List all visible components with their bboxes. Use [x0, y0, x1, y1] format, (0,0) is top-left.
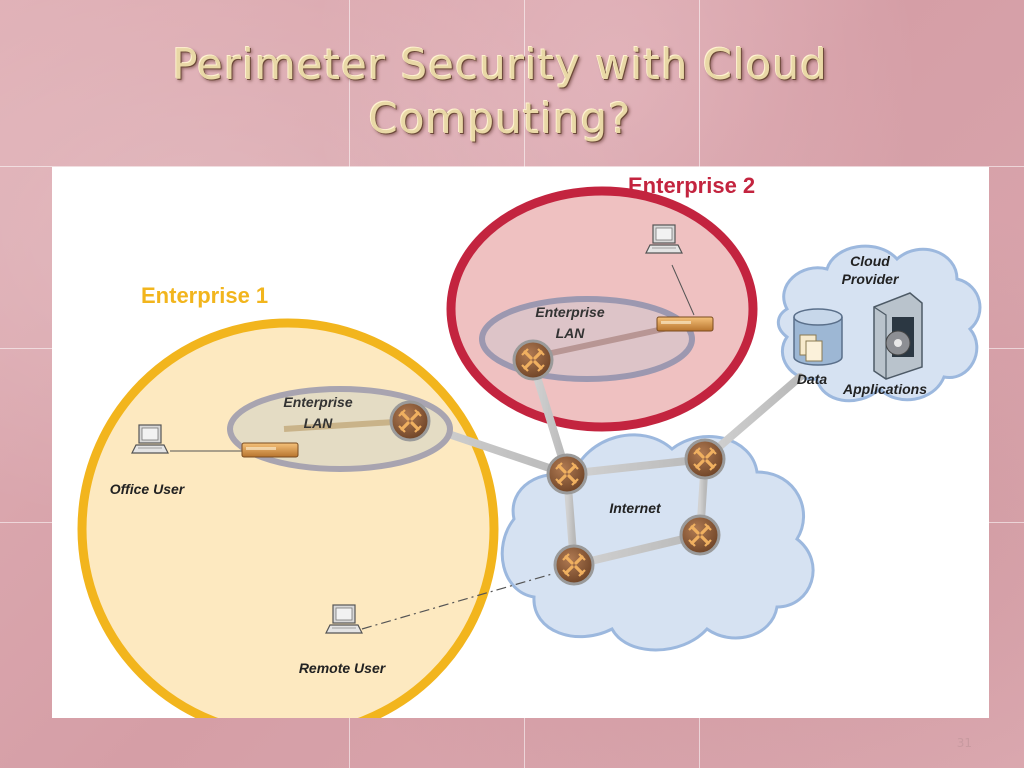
remote-user-label: Remote User — [299, 660, 387, 676]
network-diagram: Enterprise 1 Enterprise 2 Enterprise LAN… — [77, 173, 982, 718]
internet-router-icon — [553, 544, 595, 586]
enterprise1-label: Enterprise 1 — [141, 283, 268, 308]
slide-title: Perimeter Security with Cloud Computing? — [172, 40, 828, 143]
enterprise2-router-icon — [512, 339, 554, 381]
slide-number: 31 — [956, 736, 972, 750]
cloud-provider-label: Cloud — [850, 253, 890, 269]
enterprise2-lan-label: LAN — [556, 325, 586, 341]
enterprise1-lan-label: LAN — [304, 415, 334, 431]
server-icon — [873, 292, 923, 380]
background-divider — [0, 166, 1024, 167]
enterprise1-router-icon — [389, 400, 431, 442]
data-label: Data — [797, 371, 828, 387]
internet-router-icon — [679, 514, 721, 556]
internet-router-icon — [684, 438, 726, 480]
enterprise2-switch-icon — [656, 316, 714, 332]
database-icon — [793, 308, 843, 366]
applications-label: Applications — [842, 381, 927, 397]
enterprise1-lan-label: Enterprise — [283, 394, 352, 410]
enterprise2-lan-label: Enterprise — [535, 304, 604, 320]
network-diagram-panel: Enterprise 1 Enterprise 2 Enterprise LAN… — [52, 167, 989, 718]
enterprise1-switch-icon — [241, 442, 299, 458]
internet-label: Internet — [609, 500, 662, 516]
enterprise1-boundary — [77, 318, 499, 718]
remote-user-link — [361, 573, 553, 630]
cloud-provider-label: Provider — [842, 271, 900, 287]
internet-router-icon — [546, 453, 588, 495]
office-user-label: Office User — [110, 481, 186, 497]
lan-link — [283, 418, 411, 432]
enterprise2-laptop-link — [671, 264, 695, 316]
enterprise2-label: Enterprise 2 — [628, 173, 755, 198]
